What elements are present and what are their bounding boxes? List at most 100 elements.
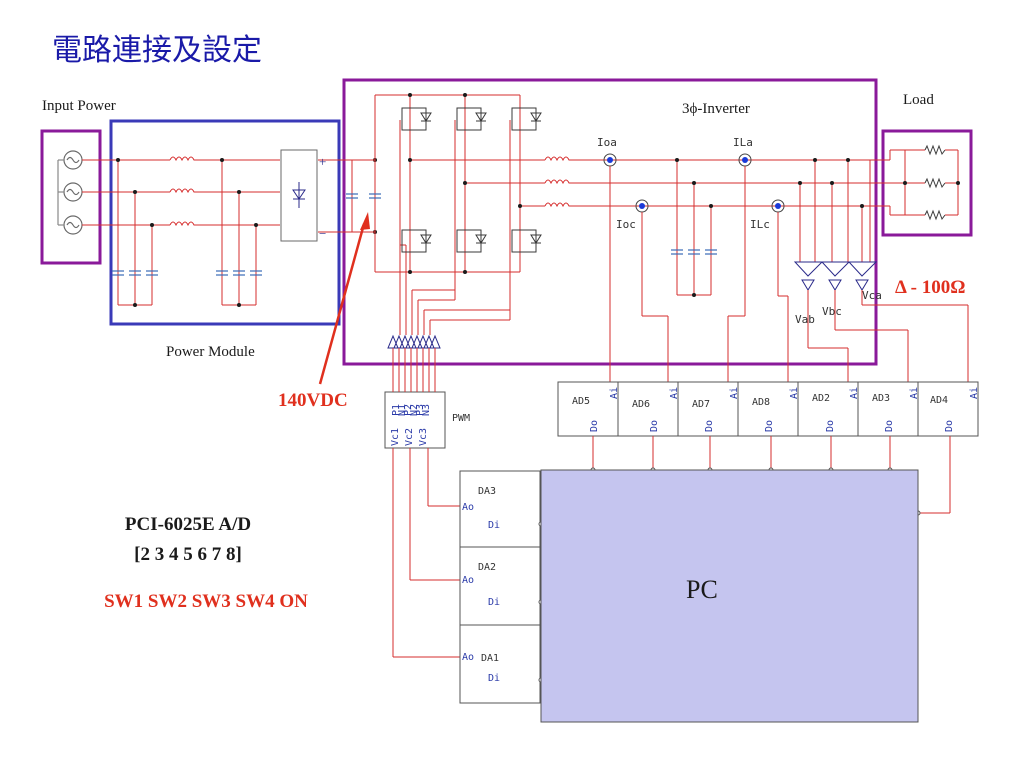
pwm-label: PWM [452, 413, 470, 424]
sine-icon [66, 188, 80, 196]
da-ao-label: Ao [462, 652, 474, 663]
ad-block [617, 381, 679, 437]
inductor-icon [169, 188, 196, 194]
da-label: DA1 [481, 653, 499, 664]
daq-card-label: PCI-6025E A/D [125, 514, 251, 535]
page-title: 電路連接及設定 [52, 33, 262, 68]
load-resistors [924, 144, 946, 221]
sensor-ila-label: ILa [733, 136, 753, 149]
ad-do-label: Do [704, 420, 715, 432]
input-wiring [82, 159, 375, 306]
ad-do-label: Do [944, 420, 955, 432]
da-block [459, 624, 541, 704]
da-label: DA2 [478, 562, 496, 573]
ad-label: AD8 [752, 397, 770, 408]
dc-bus-arrow [318, 223, 366, 385]
da-label: DA3 [478, 486, 496, 497]
inductor-icon [544, 156, 576, 162]
rectifier-minus: − [319, 226, 326, 241]
dc-bus-label: 140VDC [278, 390, 348, 411]
inverter-label: 3ϕ-Inverter [682, 101, 750, 117]
rectifier-plus: + [319, 154, 326, 169]
sensor-ilc-label: ILc [750, 218, 770, 231]
pwm-input-label: Vc3 [418, 428, 429, 446]
ad-ai-label: Ai [789, 387, 800, 399]
pwm-pin-label: P2 [403, 404, 414, 416]
ad-label: AD4 [930, 395, 948, 406]
power-module-box [109, 119, 341, 326]
pwm-pin-label: N1 [397, 404, 408, 416]
pwm-pin-label: P3 [415, 404, 426, 416]
igbt-icon [511, 229, 542, 253]
ad-do-label: Do [884, 420, 895, 432]
ad-block [557, 381, 619, 437]
ad-labels: AD5 AD6 AD7 AD8 AD2 AD3 AD4 [572, 393, 948, 410]
inductor-icon [544, 202, 576, 208]
input-power-label: Input Power [42, 98, 116, 114]
sensor-ioa-label: Ioa [597, 136, 617, 149]
pwm-block [384, 391, 446, 449]
dc-bus-arrow-head [360, 212, 370, 230]
ad-label: AD5 [572, 396, 590, 407]
input-power-box [40, 129, 102, 265]
delta-load-label: Δ - 100Ω [895, 277, 965, 298]
output-capacitors [671, 249, 717, 255]
igbt-icon [456, 107, 487, 131]
ad-ai-label: Ai [669, 387, 680, 399]
voltage-sensors [793, 261, 878, 291]
igbt-icon [401, 229, 432, 253]
pwm-to-da-wiring [392, 448, 462, 658]
sine-icon [66, 156, 80, 164]
output-inductors [544, 156, 576, 208]
power-module-label: Power Module [166, 344, 255, 360]
ad-do-label: Do [764, 420, 775, 432]
pwm-input-wiring [392, 348, 436, 392]
pwm-pin-label: N2 [409, 404, 420, 416]
sensor-ioc-label: Ioc [616, 218, 636, 231]
da-labels: DA3 DA2 DA1 Ao Ao Ao Di Di Di [462, 486, 500, 684]
inductor-icon [169, 221, 196, 227]
ad-ai-label: Ai [909, 387, 920, 399]
igbt-icon [401, 107, 432, 131]
ad-to-pc-wiring [592, 436, 951, 514]
pwm-input-label: Vc1 [390, 428, 401, 446]
voltage-sensor-vab [793, 261, 824, 277]
input-nodes [116, 158, 377, 307]
sine-icon [66, 221, 80, 229]
pwm-input-label: Vc2 [404, 428, 415, 446]
inductor-icon [169, 156, 196, 162]
ad-block [677, 381, 739, 437]
da-di-label: Di [488, 673, 500, 684]
ad-do-label: Do [649, 420, 660, 432]
sensor-vca-label: Vca [862, 289, 882, 302]
voltage-sensor-wiring [799, 160, 871, 262]
voltage-sensor-vbc [820, 261, 851, 277]
ad-row [557, 381, 979, 437]
input-capacitors [112, 270, 262, 276]
pwm-pin-label: N3 [421, 404, 432, 416]
ad-label: AD3 [872, 393, 890, 404]
da-ao-label: Ao [462, 575, 474, 586]
voltage-sensor-vca [847, 261, 878, 277]
da-di-label: Di [488, 597, 500, 608]
ad-do-label: Do [589, 420, 600, 432]
sensor-to-ad-wiring [609, 166, 969, 382]
da-block [459, 546, 541, 626]
ad-pin-labels: Ai Ai Ai Ai Ai Ai Ai Do Do Do Do Do Do D… [589, 387, 980, 432]
ad-ai-label: Ai [729, 387, 740, 399]
ad-block [917, 381, 979, 437]
channel-list: [2 3 4 5 6 7 8] [134, 544, 242, 565]
igbt-icon [456, 229, 487, 253]
da-di-label: Di [488, 520, 500, 531]
ad-block [857, 381, 919, 437]
pwm-buffers [387, 334, 441, 349]
ad-do-label: Do [825, 420, 836, 432]
ad-ai-label: Ai [849, 387, 860, 399]
ad-ai-label: Ai [969, 387, 980, 399]
input-inductors [169, 156, 196, 227]
pwm-pin-label: P1 [391, 404, 402, 416]
igbt-switches [401, 107, 542, 253]
ad-ai-label: Ai [609, 387, 620, 399]
pc-block [540, 469, 919, 723]
